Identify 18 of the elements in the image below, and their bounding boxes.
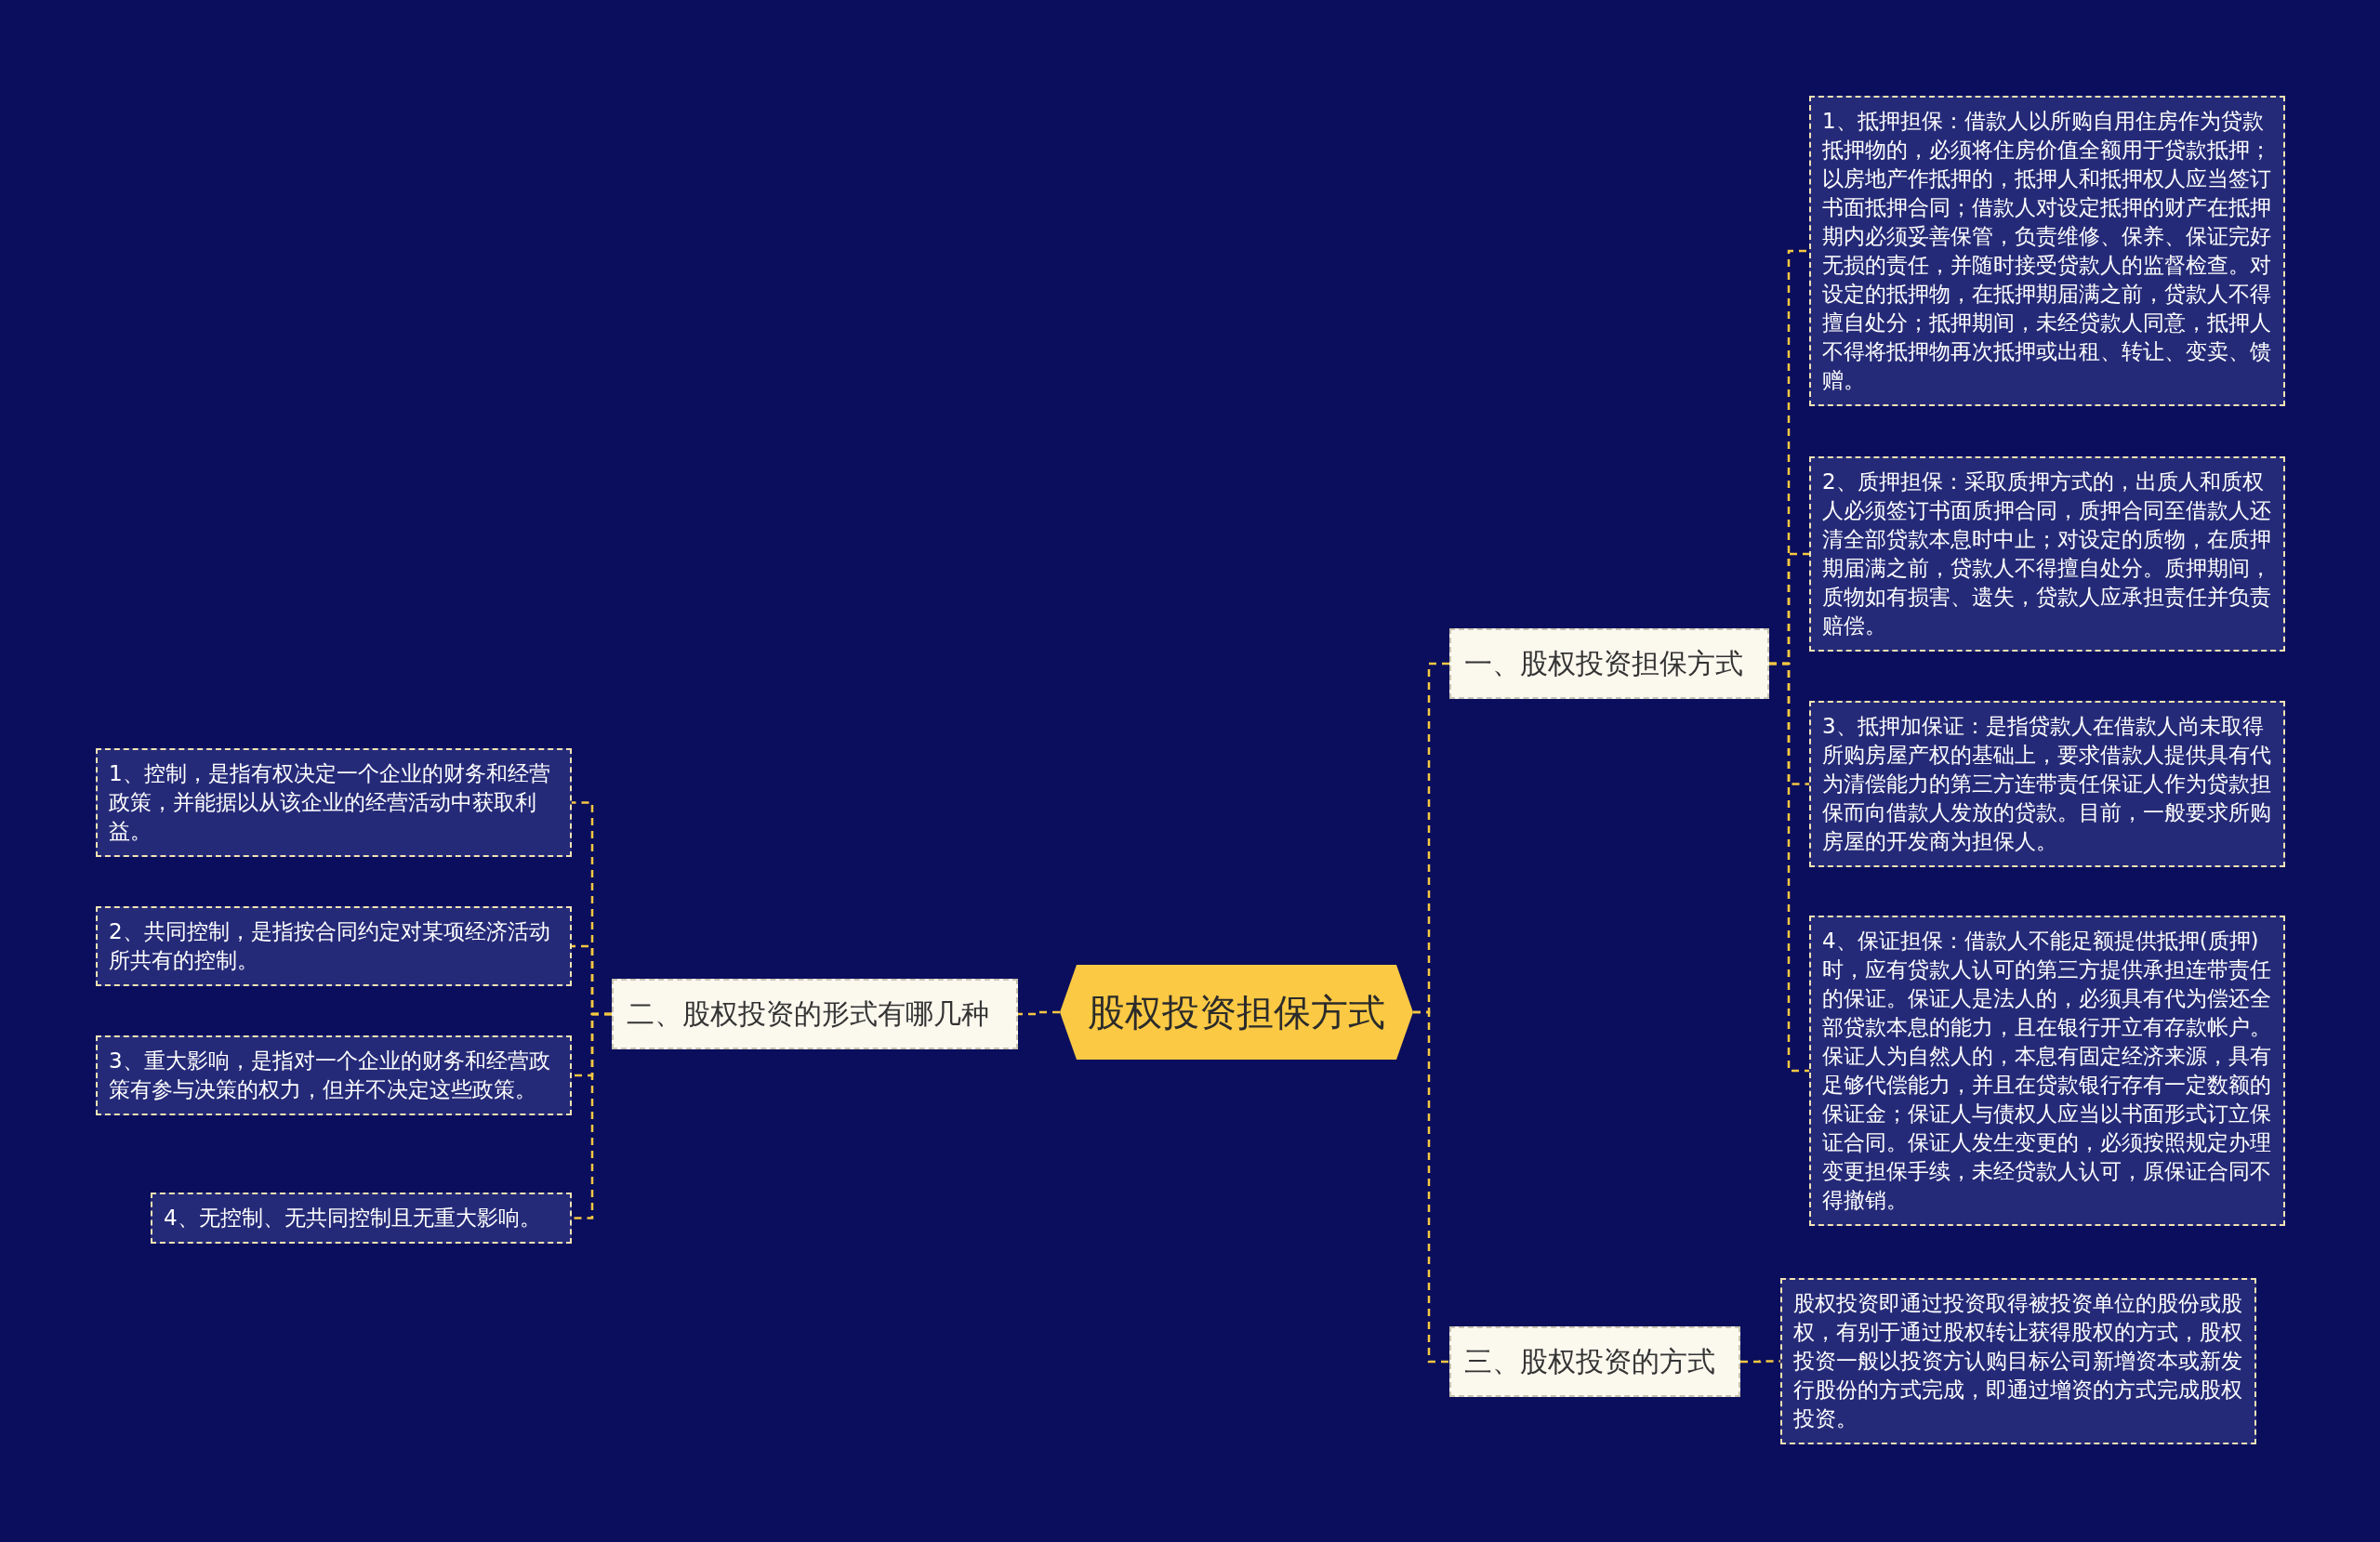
note-box: 4、无控制、无共同控制且无重大影响。 <box>151 1193 572 1244</box>
topic-box: 一、股权投资担保方式 <box>1449 628 1769 699</box>
connector-line <box>1413 1010 1449 1364</box>
note-box: 1、控制，是指有权决定一个企业的财务和经营政策，并能据以从该企业的经营活动中获取利益。 <box>96 748 572 857</box>
note-box: 2、共同控制，是指按合同约定对某项经济活动所共有的控制。 <box>96 906 572 986</box>
connector-line <box>1769 662 1809 1073</box>
connector-line <box>572 1012 612 1219</box>
note-box: 2、质押担保：采取质押方式的，出质人和质权人必须签订书面质押合同，质押合同至借款人还清全部贷款本息时中止；对设定的质物，在质押期届满之前，贷款人不得擅自处分。质押期间，质物如有损害、遗失，贷款人应承担责任并负责赔偿。 <box>1809 456 2285 652</box>
note-box: 股权投资即通过投资取得被投资单位的股份或股权，有别于通过股权转让获得股权的方式，股权投资一般以投资方认购目标公司新增资本或新发行股份的方式完成，即通过增资的方式完成股权投资。 <box>1780 1278 2256 1444</box>
note-box: 3、抵押加保证：是指贷款人在借款人尚未取得所购房屋产权的基础上，要求借款人提供具有代为清偿能力的第三方连带责任保证人作为贷款担保而向借款人发放的贷款。目前，一般要求所购房屋的开发商为担保人。 <box>1809 701 2285 867</box>
note-box: 3、重大影响，是指对一个企业的财务和经营政策有参与决策的权力，但并不决定这些政策。 <box>96 1035 572 1115</box>
note-box: 1、抵押担保：借款人以所购自用住房作为贷款抵押物的，必须将住房价值全额用于贷款抵押；以房地产作抵押的，抵押人和抵押权人应当签订书面抵押合同；借款人对设定抵押的财产在抵押期内必须妥善保管，负责维修、保养、保证完好无损的责任，并随时接受贷款人的监督检查。对设定的抵押物，在抵押期届满之前，贷款人不得擅自处分；抵押期间，未经贷款人同意，抵押人不得将抵押物再次抵押或出租、转让、变卖、馈赠。 <box>1809 96 2285 406</box>
topic-box: 二、股权投资的形式有哪几种 <box>612 979 1018 1049</box>
topic-box: 三、股权投资的方式 <box>1449 1326 1740 1397</box>
connector-line <box>1740 1360 1780 1364</box>
central-topic-text: 股权投资担保方式 <box>1088 990 1385 1035</box>
note-box: 4、保证担保：借款人不能足额提供抵押(质押)时，应有贷款人认可的第三方提供承担连带责任的保证。保证人是法人的，必须具有代为偿还全部贷款本息的能力，且在银行开立有存款帐户。保证人为自然人的，本息有固定经济来源，具有足够代偿能力，并且在贷款银行存有一定数额的保证金；保证人与债权人应当以书面形式订立保证合同。保证人发生变更的，必须按照规定办理变更担保手续，未经贷款人认可，原保证合同不得撤销。 <box>1809 916 2285 1226</box>
connector-line <box>1018 1010 1060 1016</box>
